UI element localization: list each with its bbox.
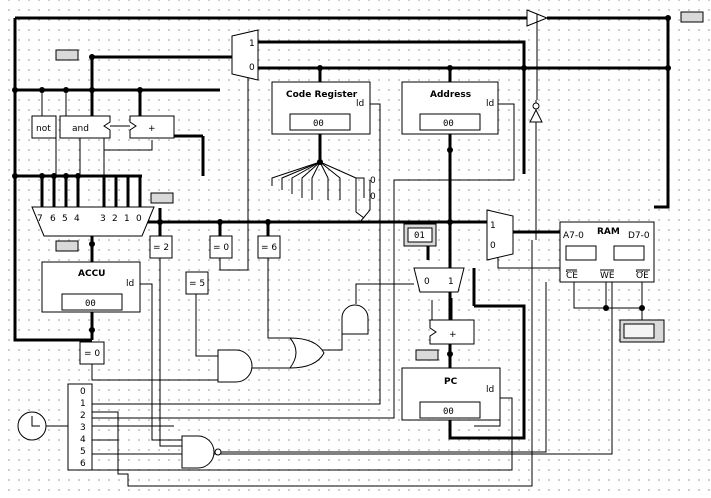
output-pin-top-left	[55, 49, 79, 61]
ram-control-button[interactable]	[619, 319, 665, 343]
and-gate-upper	[341, 304, 369, 335]
svg-text:0: 0	[249, 63, 255, 73]
svg-text:Code Register: Code Register	[286, 90, 358, 100]
code-splitter: 0 0	[271, 161, 376, 219]
svg-text:= 0: = 0	[84, 349, 100, 359]
adder-pc: +	[429, 319, 475, 345]
comparator-eq-0-a: = 0	[209, 235, 233, 259]
data-buses	[13, 16, 670, 440]
svg-text:0: 0	[490, 241, 496, 251]
svg-text:1: 1	[80, 399, 86, 409]
svg-text:RAM: RAM	[597, 227, 620, 237]
output-pin-top-right	[680, 11, 704, 23]
svg-text:4: 4	[74, 214, 80, 224]
svg-text:= 2: = 2	[153, 243, 169, 253]
constant-01: 01	[403, 223, 437, 247]
svg-text:00: 00	[313, 119, 324, 129]
svg-text:0: 0	[370, 192, 376, 202]
alu-mux-bit-labels: 7 6 5 4 3 2 1 0	[37, 214, 142, 224]
step-counter: 0 1 2 3 4 5 6	[67, 383, 93, 471]
svg-text:ACCU: ACCU	[78, 269, 105, 279]
svg-text:OE: OE	[636, 271, 649, 281]
svg-text:+: +	[449, 330, 457, 340]
or-gate	[288, 337, 325, 369]
svg-text:D7-0: D7-0	[628, 231, 650, 241]
svg-text:5: 5	[80, 447, 86, 457]
svg-text:1: 1	[124, 214, 130, 224]
and-unit: and	[59, 115, 111, 139]
comparator-eq-6: = 6	[257, 235, 281, 259]
accu-register: ACCU ld 00	[41, 261, 141, 313]
svg-text:4: 4	[80, 435, 86, 445]
svg-text:00: 00	[85, 299, 96, 309]
svg-text:ld: ld	[486, 385, 494, 395]
svg-text:3: 3	[80, 423, 86, 433]
adder-top: +	[129, 115, 175, 139]
mux-right: 1 0	[486, 209, 514, 261]
svg-text:0: 0	[424, 277, 430, 287]
svg-text:2: 2	[80, 411, 86, 421]
output-pin-alu-mux	[150, 192, 174, 204]
junction-dots	[12, 15, 671, 357]
svg-text:01: 01	[414, 231, 425, 241]
svg-text:= 6: = 6	[261, 243, 277, 253]
alu-mux-input-buses	[40, 176, 142, 207]
pc-register: PC ld 00	[401, 367, 501, 421]
svg-text:and: and	[72, 124, 89, 134]
svg-text:= 5: = 5	[189, 279, 205, 289]
svg-text:Address: Address	[430, 90, 471, 100]
svg-text:CE: CE	[566, 271, 578, 281]
comparator-eq-2: = 2	[149, 235, 173, 259]
svg-text:= 0: = 0	[213, 243, 229, 253]
svg-text:PC: PC	[444, 377, 458, 387]
svg-text:6: 6	[50, 214, 56, 224]
output-pin-pc	[415, 349, 439, 361]
svg-text:1: 1	[490, 221, 496, 231]
nand-gate	[181, 435, 222, 469]
svg-text:00: 00	[443, 407, 454, 417]
output-pin-accu	[55, 240, 79, 252]
not-unit: not	[31, 115, 57, 139]
svg-text:00: 00	[443, 119, 454, 129]
svg-text:A7-0: A7-0	[563, 231, 584, 241]
svg-text:ld: ld	[486, 99, 494, 109]
alu-mux: 7 6 5 4 3 2 1 0	[31, 206, 155, 237]
tristate-buffer-vertical	[529, 108, 543, 123]
svg-text:7: 7	[37, 214, 43, 224]
comparator-eq-5: = 5	[185, 271, 209, 295]
svg-text:2: 2	[112, 214, 118, 224]
svg-text:6: 6	[80, 459, 86, 469]
code-register: Code Register ld 00	[271, 81, 371, 135]
output-pins	[55, 11, 704, 361]
mux-pc: 0 1	[413, 267, 465, 293]
svg-text:0: 0	[80, 387, 86, 397]
svg-text:ld: ld	[126, 279, 134, 289]
clock-icon[interactable]	[17, 411, 68, 441]
and-gate-comparators	[217, 349, 253, 383]
svg-text:1: 1	[249, 39, 255, 49]
svg-text:ld: ld	[356, 99, 364, 109]
comparator-eq-0-b: = 0	[79, 341, 105, 365]
svg-text:3: 3	[100, 214, 106, 224]
svg-text:0: 0	[136, 214, 142, 224]
svg-text:WE: WE	[600, 271, 615, 281]
address-register: Address ld 00	[401, 81, 499, 135]
ram-module: RAM A7-0 D7-0 CE WE OE	[559, 221, 655, 283]
svg-text:+: +	[148, 124, 156, 134]
mux-top: 1 0	[231, 29, 259, 81]
svg-text:5: 5	[62, 214, 68, 224]
svg-text:not: not	[36, 124, 51, 134]
svg-text:1: 1	[448, 277, 454, 287]
svg-text:0: 0	[370, 176, 376, 186]
